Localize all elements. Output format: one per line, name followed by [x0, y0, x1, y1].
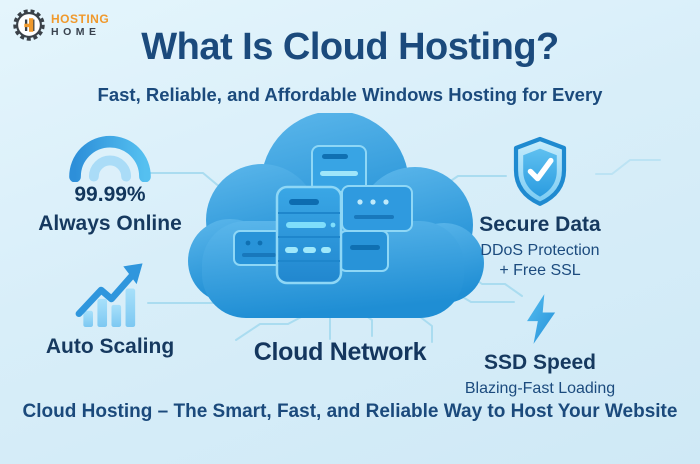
footer-tagline: Cloud Hosting – The Smart, Fast, and Rel…: [22, 401, 678, 422]
brand-logo: H HOSTING HOME: [12, 8, 109, 42]
always-online-label: Always Online: [38, 212, 182, 235]
brand-name-line1: HOSTING: [51, 11, 110, 26]
page-subtitle: Fast, Reliable, and Affordable Windows H…: [97, 84, 603, 105]
growth-chart-icon: [75, 263, 143, 328]
feature-auto-scaling: Auto Scaling: [28, 256, 192, 359]
secure-data-sub: DDoS Protection + Free SSL: [452, 241, 628, 281]
uptime-gauge-icon: [69, 135, 151, 182]
ssd-speed-sub: Blazing-Fast Loading: [464, 380, 616, 397]
cloud-servers-illustration: [172, 111, 508, 347]
lightning-bolt-icon: [527, 294, 556, 344]
feature-secure-data: Secure Data DDoS Protection + Free SSL: [452, 136, 628, 281]
secure-data-sub-line1: DDoS Protection: [480, 242, 600, 259]
shield-check-icon: [513, 136, 567, 206]
cloud-icon: [188, 111, 484, 318]
feature-ssd-speed: SSD Speed Blazing-Fast Loading: [452, 292, 628, 399]
uptime-value: 99.99%: [74, 183, 146, 206]
page-title: What Is Cloud Hosting?: [141, 26, 559, 68]
secure-data-label: Secure Data: [479, 213, 601, 236]
gear-h-logo-icon: H: [13, 9, 45, 41]
feature-always-online: 99.99% Always Online: [28, 130, 192, 236]
brand-name-line2: HOME: [51, 25, 101, 38]
ssd-speed-label: SSD Speed: [483, 351, 597, 374]
secure-data-sub-line2: + Free SSL: [499, 262, 581, 279]
auto-scaling-label: Auto Scaling: [45, 335, 175, 358]
